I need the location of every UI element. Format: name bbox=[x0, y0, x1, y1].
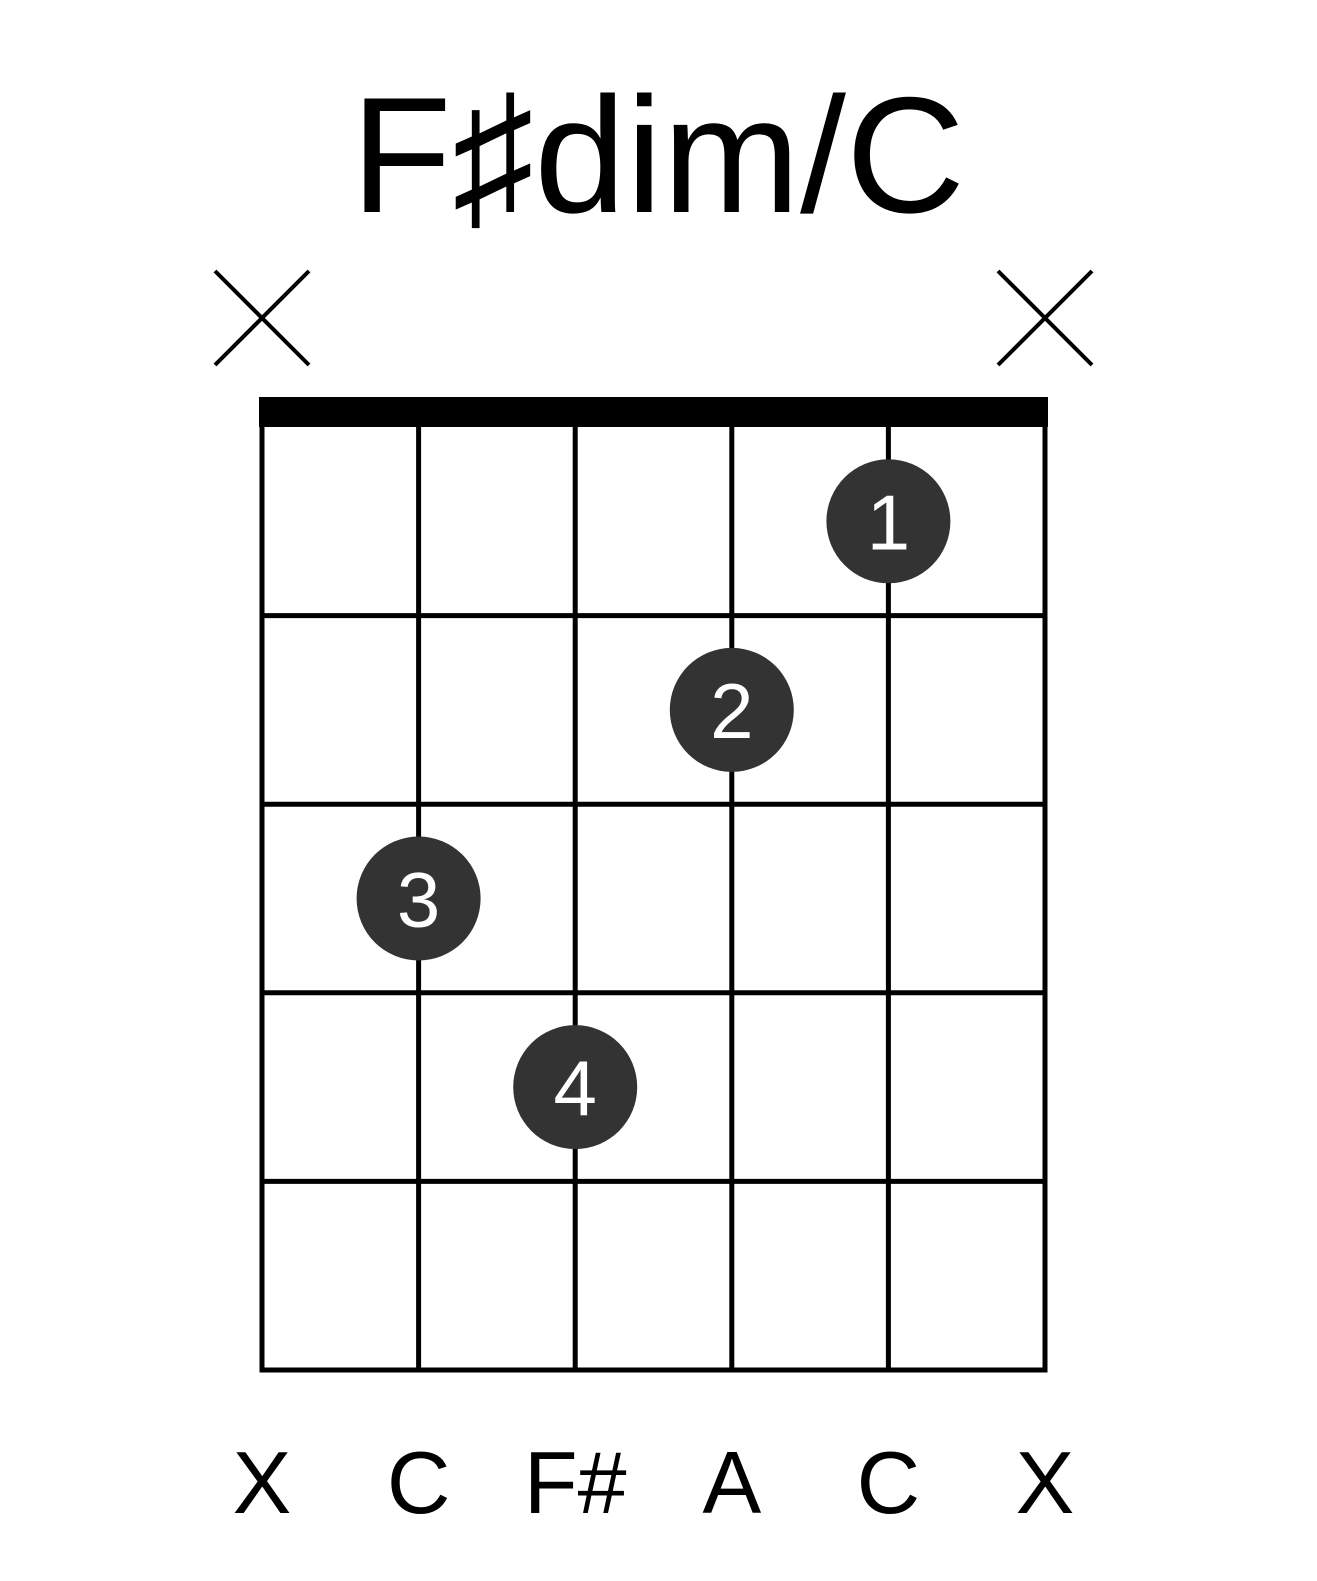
note-label: C bbox=[857, 1433, 921, 1532]
finger-dot: 2 bbox=[669, 647, 794, 772]
nut bbox=[259, 397, 1048, 427]
muted-string-icon bbox=[996, 269, 1094, 367]
finger-dots: 1 2 3 4 bbox=[356, 459, 951, 1150]
finger-number: 2 bbox=[710, 667, 753, 755]
note-label: X bbox=[233, 1433, 292, 1532]
note-label: F# bbox=[524, 1433, 627, 1532]
finger-dot-circle bbox=[356, 836, 481, 961]
finger-number: 1 bbox=[867, 478, 910, 566]
chord-title: F♯dim/C bbox=[351, 63, 965, 247]
note-label: A bbox=[702, 1433, 761, 1532]
finger-number: 3 bbox=[397, 856, 440, 944]
finger-dot-circle bbox=[513, 1025, 638, 1150]
finger-number: 4 bbox=[554, 1044, 597, 1132]
note-label: X bbox=[1016, 1433, 1075, 1532]
muted-string-icon bbox=[213, 269, 311, 367]
finger-dot: 3 bbox=[356, 836, 481, 961]
finger-dot-circle bbox=[669, 647, 794, 772]
finger-dot: 4 bbox=[513, 1025, 638, 1150]
finger-dot: 1 bbox=[826, 459, 951, 584]
string-markers bbox=[213, 269, 1094, 367]
finger-dot-circle bbox=[826, 459, 951, 584]
note-label: C bbox=[387, 1433, 451, 1532]
